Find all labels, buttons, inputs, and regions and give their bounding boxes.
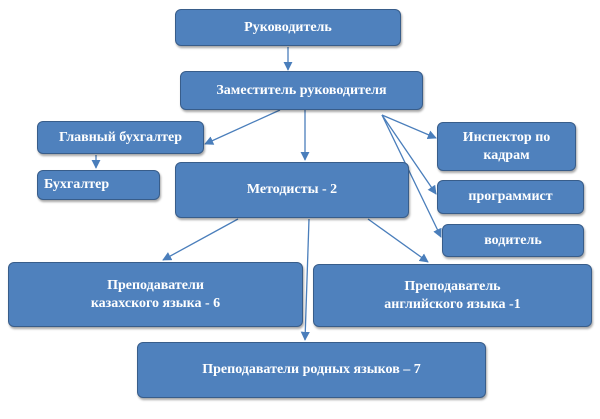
methodists-box: Методисты - 2 xyxy=(175,162,409,218)
hr-inspector-label-line1: Инспектор по xyxy=(462,129,551,145)
hr-inspector-label-line2: кадрам xyxy=(483,147,530,163)
native-teachers-box: Преподаватели родных языков – 7 xyxy=(137,342,486,398)
arrow-deputy-to-chief-accountant xyxy=(204,109,281,145)
arrow-deputy-to-driver xyxy=(381,114,442,238)
arrow-methodists-to-native-teachers xyxy=(300,218,310,341)
driver-label: водитель xyxy=(484,232,542,248)
programmer-box: программист xyxy=(437,180,584,214)
kazakh-teachers-box: Преподаватели казахского языка - 6 xyxy=(8,262,303,327)
arrow-deputy-to-hr-inspector xyxy=(381,114,437,139)
english-teacher-label-line1: Преподаватель xyxy=(404,278,501,294)
director-label: Руководитель xyxy=(244,19,332,35)
methodists-label: Методисты - 2 xyxy=(246,182,338,197)
accountant-label: Бухгалтер xyxy=(44,177,110,192)
arrow-deputy-to-programmer xyxy=(381,114,437,195)
native-teachers-label: Преподаватели родных языков – 7 xyxy=(202,362,421,377)
programmer-label: программист xyxy=(468,189,553,204)
accountant-box: Бухгалтер xyxy=(37,170,160,200)
chief-accountant-label: Главный бухгалтер xyxy=(59,129,182,145)
driver-box: водитель xyxy=(442,224,584,257)
kazakh-teachers-label-line1: Преподаватели xyxy=(107,277,204,293)
arrow-methodists-to-kazakh-teachers xyxy=(162,218,239,261)
chief-accountant-box: Главный бухгалтер xyxy=(37,121,204,154)
english-teacher-box: Преподаватель английского языка -1 xyxy=(313,264,592,327)
arrow-methodists-to-english-teacher xyxy=(367,218,429,263)
deputy-box: Заместитель руководителя xyxy=(180,71,423,110)
kazakh-teachers-label-line2: казахского языка - 6 xyxy=(90,295,221,311)
director-box: Руководитель xyxy=(175,9,401,46)
english-teacher-label-line2: английского языка -1 xyxy=(384,296,521,312)
deputy-label: Заместитель руководителя xyxy=(216,82,387,98)
hr-inspector-box: Инспектор по кадрам xyxy=(437,122,576,171)
